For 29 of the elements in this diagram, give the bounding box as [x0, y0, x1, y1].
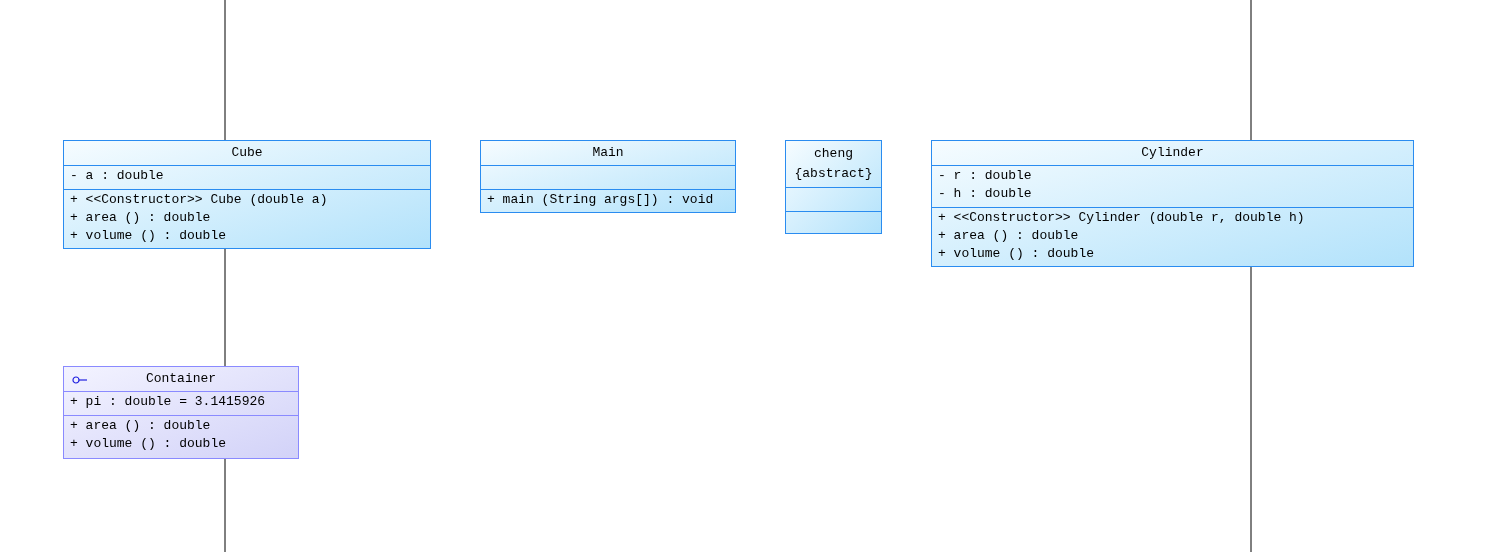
operation-text: + <<Constructor>> Cube (double a) [70, 191, 329, 209]
operation-text: + volume () : double [70, 227, 228, 245]
interface-box [63, 366, 299, 459]
class-name: Cube [231, 144, 263, 162]
association-line [224, 0, 226, 141]
operation-text: + area () : double [938, 227, 1080, 245]
association-line [1250, 266, 1252, 552]
attribute-text: - r : double [938, 167, 1033, 185]
operation-text: + volume () : double [70, 435, 228, 453]
class-name: Cylinder [1141, 144, 1204, 162]
class-box [785, 140, 882, 234]
association-line [224, 248, 226, 367]
operation-text: + area () : double [70, 209, 212, 227]
class-name: cheng [814, 145, 853, 163]
attribute-text: - a : double [70, 167, 165, 185]
operation-text: + area () : double [70, 417, 212, 435]
class-box [931, 140, 1414, 267]
class-box [480, 140, 736, 213]
operation-text: + main (String args[]) : void [487, 191, 715, 209]
class-name: Container [145, 370, 217, 388]
class-box [63, 140, 431, 249]
operation-text: + <<Constructor>> Cylinder (double r, double h) [938, 209, 1306, 227]
class-name: Main [592, 144, 624, 162]
attribute-text: + pi : double = 3.1415926 [70, 393, 267, 411]
attribute-text: - h : double [938, 185, 1033, 203]
operation-text: + volume () : double [938, 245, 1096, 263]
association-line [1250, 0, 1252, 141]
class-stereotype: {abstract} [794, 165, 873, 183]
association-line [224, 458, 226, 552]
